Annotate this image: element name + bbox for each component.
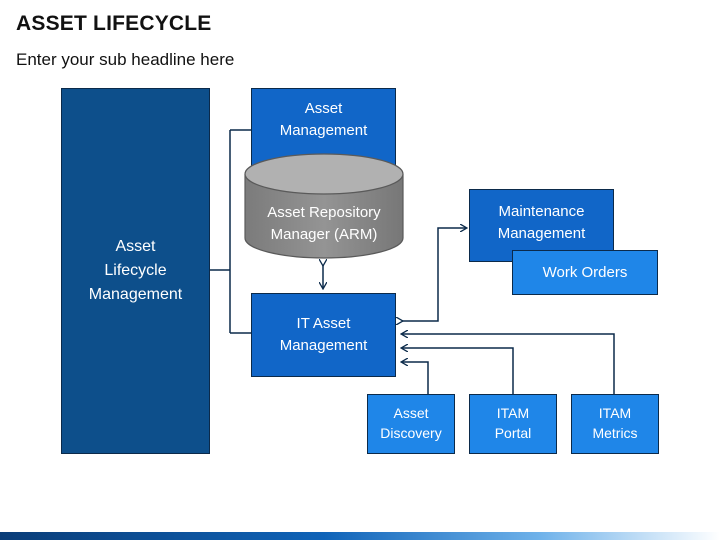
maintenance-management-box: Maintenance Management <box>469 189 614 262</box>
maintenance-management-label: Maintenance Management <box>497 203 586 242</box>
page-title: ASSET LIFECYCLE <box>16 12 212 35</box>
work-orders-box: Work Orders <box>512 250 658 295</box>
work-orders-label: Work Orders <box>542 263 628 281</box>
itam-metrics-box: ITAM Metrics <box>571 394 659 454</box>
itam-portal-box: ITAM Portal <box>469 394 557 454</box>
it-asset-management-box: IT Asset Management <box>251 293 396 377</box>
arm-cylinder <box>244 153 404 259</box>
page-subtitle: Enter your sub headline here <box>16 50 235 69</box>
itam-maintenance-arrow <box>402 228 466 321</box>
it-asset-management-label: IT Asset Management <box>279 315 368 354</box>
discovery-connector <box>402 362 429 394</box>
asset-discovery-label: Asset Discovery <box>380 405 442 441</box>
lifecycle-management-label: Asset Lifecycle Management <box>88 238 183 303</box>
footer-gradient-bar <box>0 532 720 540</box>
asset-management-label: Asset Management <box>279 100 368 139</box>
lifecycle-management-box: Asset Lifecycle Management <box>61 88 210 454</box>
itam-portal-label: ITAM Portal <box>494 405 532 441</box>
metrics-connector <box>402 334 615 394</box>
arm-label: Asset Repository Manager (ARM) <box>267 204 381 243</box>
lifecycle-connector <box>210 129 252 334</box>
asset-discovery-box: Asset Discovery <box>367 394 455 454</box>
portal-connector <box>402 348 514 394</box>
itam-metrics-label: ITAM Metrics <box>592 405 638 441</box>
